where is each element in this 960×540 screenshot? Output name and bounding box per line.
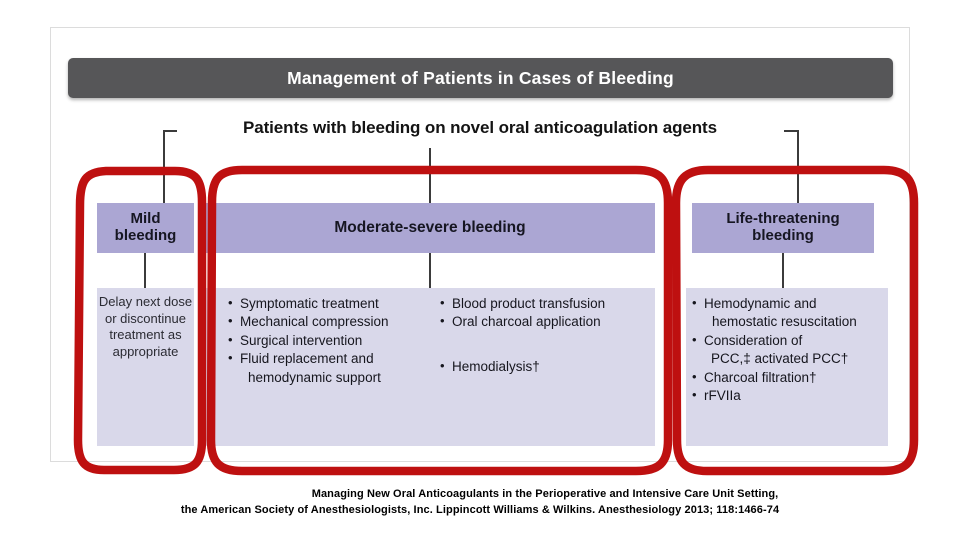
list-item: rFVIIa — [692, 387, 890, 404]
moderate-bullets-left: Symptomatic treatment Mechanical compres… — [228, 295, 428, 388]
column-header-mild-line1: Mild — [130, 210, 161, 228]
list-item: Hemodynamic and — [692, 295, 890, 312]
list-item: Charcoal filtration† — [692, 369, 890, 386]
list-item: Oral charcoal application — [440, 313, 650, 330]
citation-line-1: Managing New Oral Anticoagulants in the … — [311, 488, 779, 500]
list-item-continuation: hemodynamic support — [248, 369, 381, 385]
connector-mild — [144, 253, 146, 288]
column-header-life-threatening: Life-threatening bleeding — [692, 203, 874, 253]
list-item: Fluid replacement and — [228, 350, 428, 367]
list-item-continuation: PCC,‡ activated PCC† — [711, 351, 849, 367]
column-header-life-line2: bleeding — [752, 227, 814, 244]
moderate-bullets-right: Blood product transfusion Oral charcoal … — [440, 295, 650, 377]
connector-moderate — [429, 253, 431, 288]
mild-body-text: Delay next dose or discontinue treatment… — [98, 294, 193, 359]
list-item: Blood product transfusion — [440, 295, 650, 312]
bracket-right-drop — [797, 130, 799, 203]
column-header-mild: Mild bleeding — [97, 203, 194, 253]
column-header-moderate-label: Moderate-severe bleeding — [334, 219, 526, 237]
subtitle-label: Patients with bleeding on novel oral ant… — [243, 118, 717, 137]
bracket-left-drop — [163, 130, 165, 203]
citation-line-2: the American Society of Anesthesiologist… — [180, 503, 780, 516]
list-item: Consideration of — [692, 332, 890, 349]
list-spacer — [440, 333, 650, 346]
list-item: Symptomatic treatment — [228, 295, 428, 312]
list-item-continuation: hemostatic resuscitation — [712, 314, 857, 330]
page-title: Management of Patients in Cases of Bleed… — [287, 67, 674, 88]
bracket-left-stub — [163, 130, 177, 132]
bracket-right-stub — [784, 130, 798, 132]
bracket-center-drop — [429, 148, 431, 203]
list-item: Surgical intervention — [228, 332, 428, 349]
slide-title-bar: Management of Patients in Cases of Bleed… — [68, 58, 893, 98]
citation: Managing New Oral Anticoagulants in the … — [0, 487, 960, 519]
list-item: Mechanical compression — [228, 313, 428, 330]
list-item: Hemodialysis† — [440, 358, 650, 375]
column-header-life-line1: Life-threatening — [726, 210, 840, 228]
column-header-mild-line2: bleeding — [114, 227, 177, 244]
list-spacer — [440, 346, 650, 359]
life-threatening-bullets: Hemodynamic and hemostatic resuscitation… — [692, 295, 890, 407]
column-header-moderate: Moderate-severe bleeding — [205, 203, 655, 253]
connector-life — [782, 253, 784, 288]
